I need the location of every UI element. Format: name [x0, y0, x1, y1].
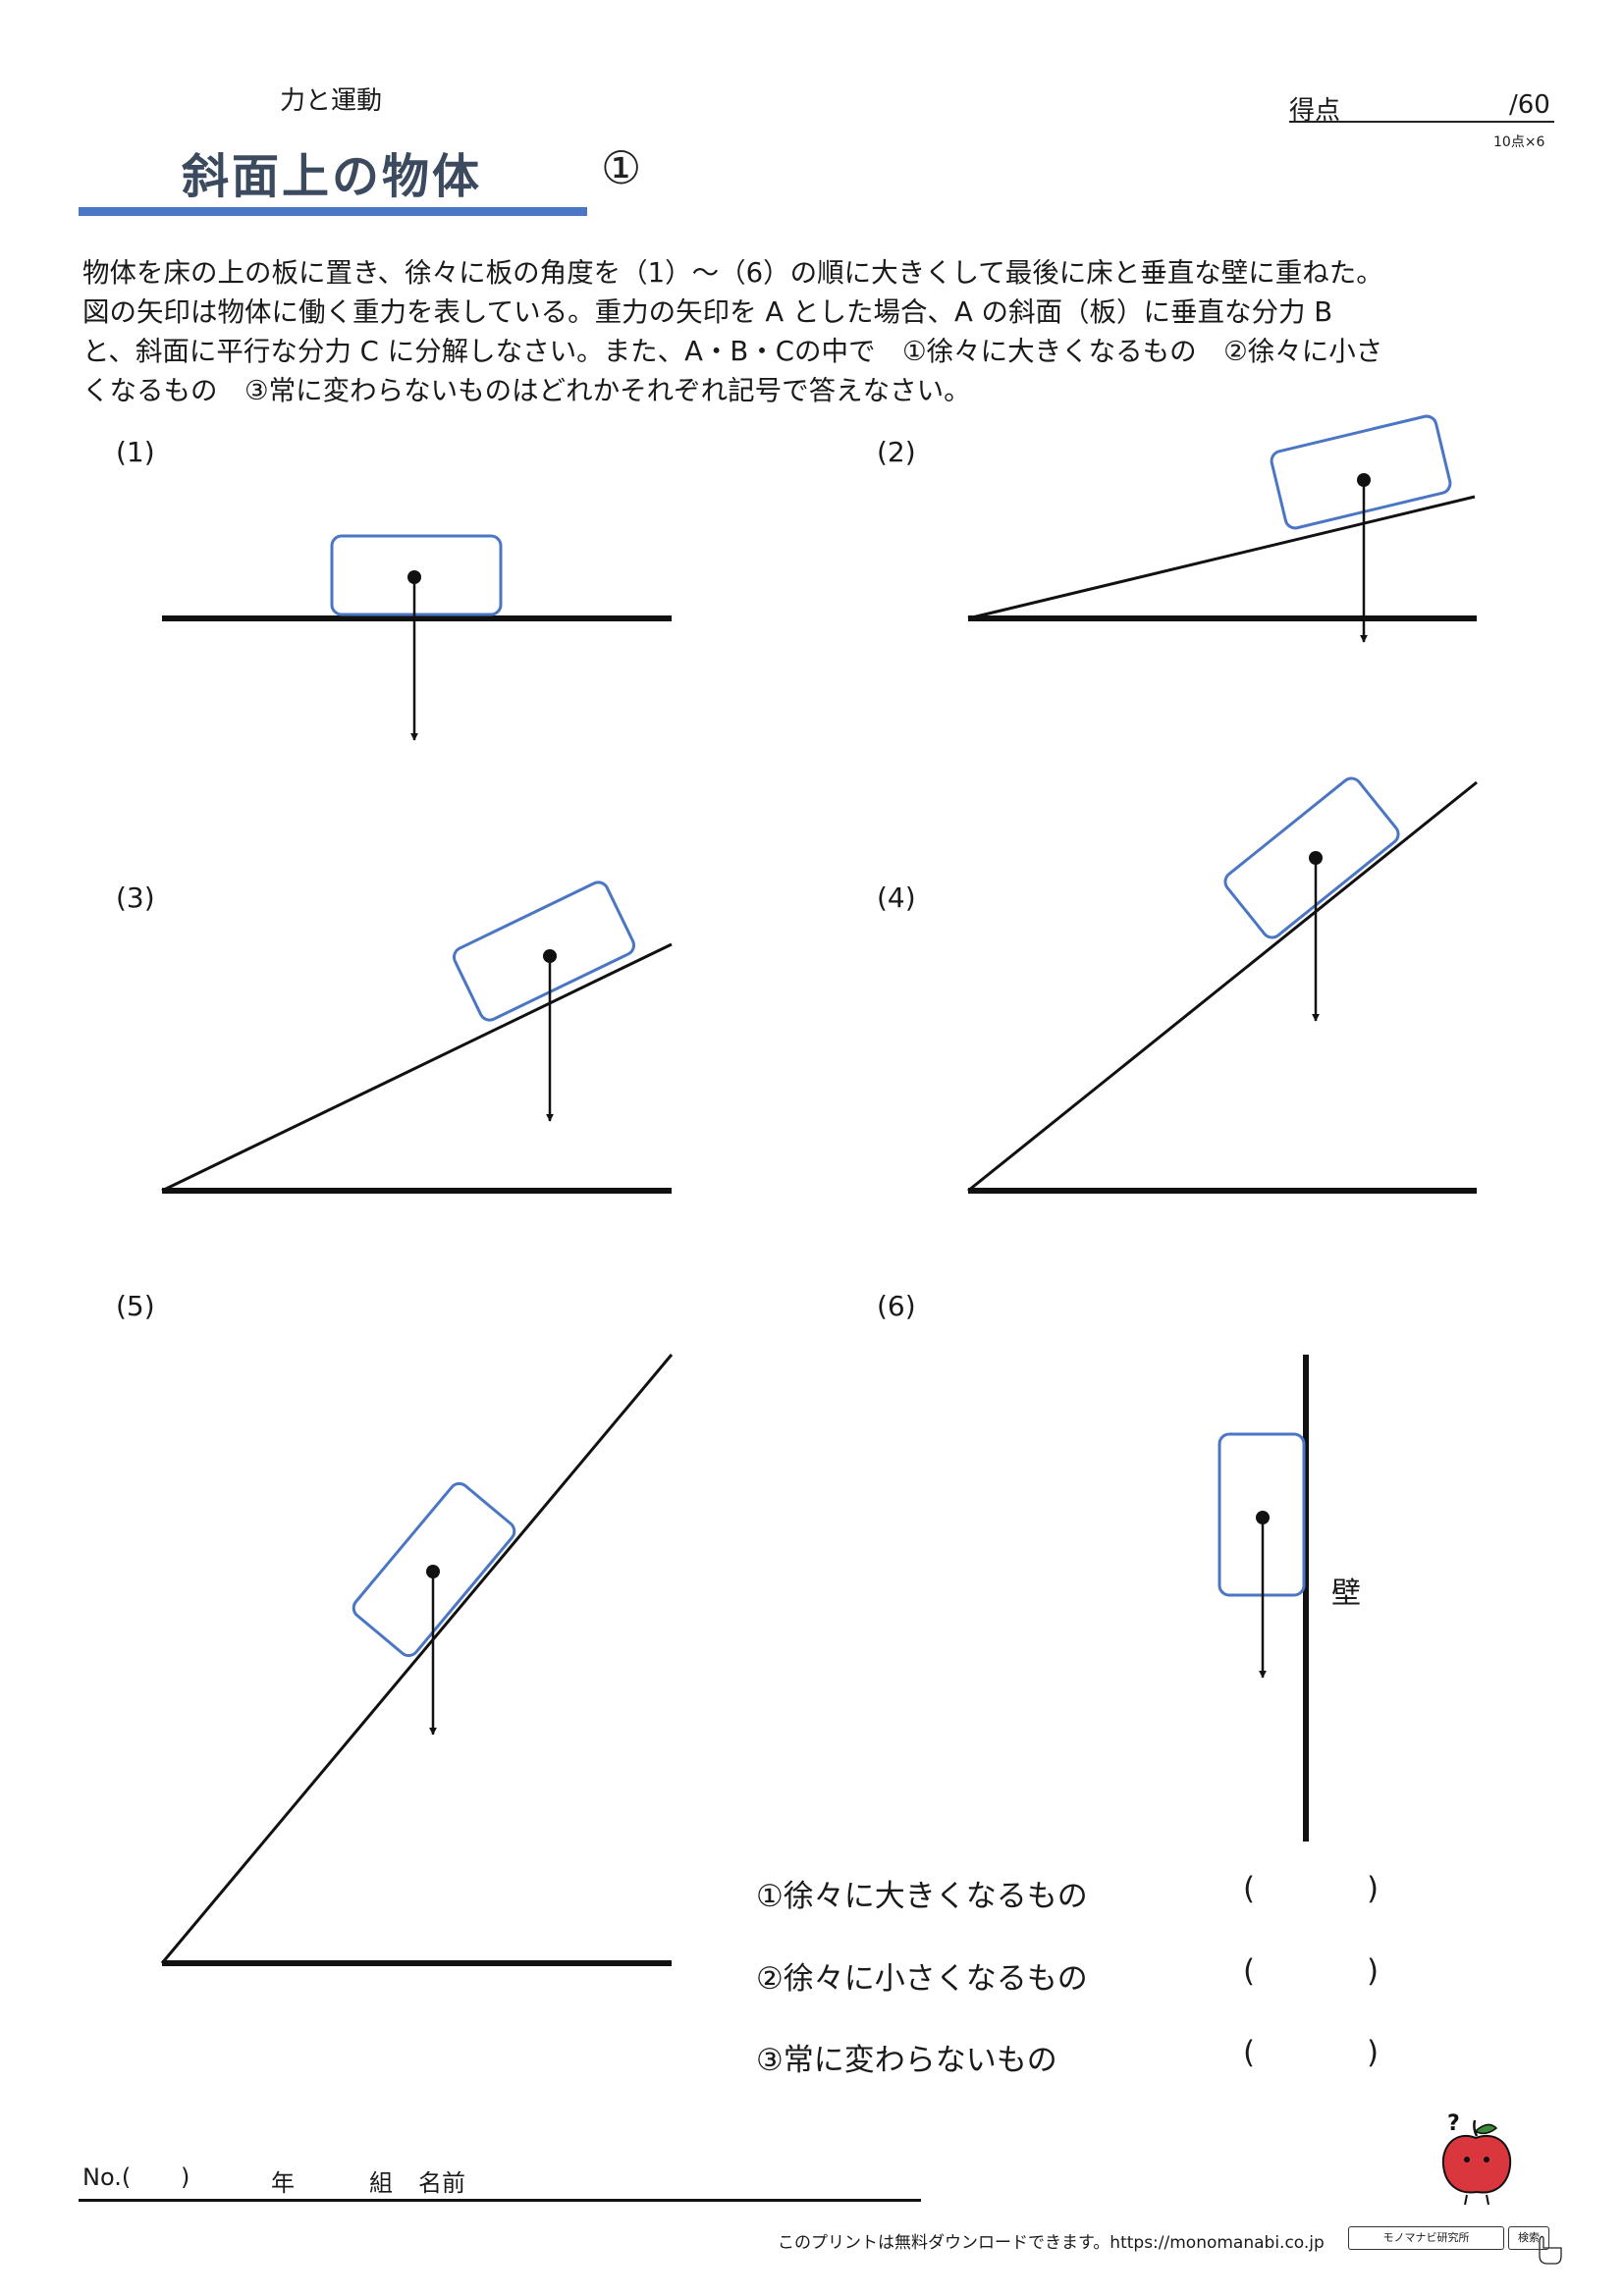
number-close: ): [181, 2163, 190, 2191]
problem-5-label: (5): [116, 1290, 155, 1322]
name-input-line[interactable]: [79, 2199, 921, 2202]
slope-line: [161, 942, 673, 1193]
slope-line: [160, 1354, 674, 1964]
block: [1270, 414, 1452, 530]
search-button[interactable]: 検索: [1508, 2226, 1549, 2250]
apple-mascot-icon: ?: [1441, 2111, 1512, 2206]
problem-2-label: (2): [877, 436, 916, 468]
subject-label: 力と運動: [280, 86, 383, 116]
wall-label: 壁: [1331, 1576, 1361, 1611]
answer-blank-close: ): [1367, 2035, 1380, 2070]
block: [330, 534, 503, 616]
score-total: /60: [1509, 90, 1550, 120]
title-underline: [79, 207, 587, 216]
answer-blank-open[interactable]: (: [1243, 1871, 1256, 1906]
answer-label: ②徐々に小さくなるもの: [756, 1961, 1088, 1997]
slope-line: [967, 780, 1478, 1193]
answer-blank-open[interactable]: (: [1243, 2035, 1256, 2070]
figure-2: [967, 414, 1477, 643]
problem-3-label: (3): [116, 881, 155, 914]
block: [453, 881, 635, 1022]
class-label: 組: [369, 2169, 393, 2197]
year-label: 年: [271, 2169, 295, 2197]
instruction-line: と、斜面に平行な分力 C に分解しなさい。また、A・B・Cの中で ①徐々に大きく…: [82, 336, 1383, 367]
score-input-line[interactable]: [1289, 121, 1554, 123]
instructions: 物体を床の上の板に置き、徐々に板の角度を（1）～（6）の順に大きくして最後に床と…: [82, 253, 1555, 410]
answer-row-3: ③常に変わらないもの ( ): [756, 2035, 1443, 2078]
answer-label: ①徐々に大きくなるもの: [756, 1879, 1088, 1914]
figure-4: [967, 776, 1478, 1194]
answer-blank-open[interactable]: (: [1243, 1953, 1256, 1989]
answer-row-1: ①徐々に大きくなるもの ( ): [756, 1871, 1443, 1914]
problem-4-label: (4): [877, 881, 916, 914]
answer-blank-close: ): [1367, 1871, 1380, 1906]
answer-label: ③常に変わらないもの: [756, 2043, 1057, 2078]
figure-5: [160, 1354, 674, 1966]
footer-print-note: このプリントは無料ダウンロードできます。https://monomanabi.c…: [778, 2233, 1325, 2253]
page-title: 斜面上の物体: [182, 149, 483, 204]
block: [352, 1481, 516, 1658]
cursor-hand-icon: [1539, 2235, 1562, 2265]
figure-1: [162, 534, 672, 741]
instruction-line: くなるもの ③常に変わらないものはどれかそれぞれ記号で答えなさい。: [82, 375, 971, 406]
score-note: 10点×6: [1493, 134, 1545, 150]
search-box[interactable]: モノマナビ研究所: [1348, 2226, 1504, 2250]
block: [1223, 776, 1400, 939]
answer-row-2: ②徐々に小さくなるもの ( ): [756, 1953, 1443, 1997]
slope-line: [967, 495, 1476, 620]
number-label: No.(: [82, 2163, 132, 2191]
mascot-question-mark: ?: [1447, 2111, 1460, 2136]
title-number: ①: [601, 141, 642, 194]
figure-3: [161, 881, 673, 1194]
instruction-line: 物体を床の上の板に置き、徐々に板の角度を（1）～（6）の順に大きくして最後に床と…: [82, 257, 1383, 289]
instruction-line: 図の矢印は物体に働く重力を表している。重力の矢印を A とした場合、A の斜面（…: [82, 296, 1333, 328]
figure-6: [1218, 1355, 1309, 1842]
name-label: 名前: [418, 2169, 465, 2197]
answer-blank-close: ): [1367, 1953, 1380, 1989]
problem-1-label: (1): [116, 436, 155, 468]
problem-6-label: (6): [877, 1290, 916, 1322]
